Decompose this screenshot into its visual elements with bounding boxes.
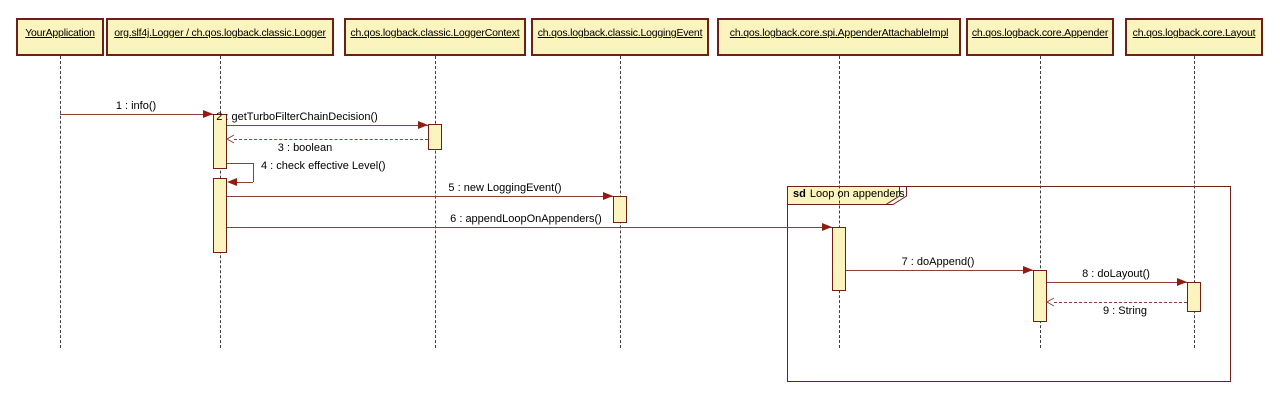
participant-slf4j-logger: org.slf4j.Logger / ch.qos.logback.classi… [106,18,334,56]
lifeline-layout [1194,56,1195,348]
participant-layout: ch.qos.logback.core.Layout [1125,18,1263,56]
message-9-line [1054,302,1187,303]
message-8-label: 8 : doLayout() [1082,268,1150,280]
message-8-line [1047,282,1187,283]
participant-label: ch.qos.logback.core.Layout [1132,27,1256,39]
activation-logger-1 [213,114,227,169]
message-3-open-arrowhead-icon [226,134,235,144]
message-2-arrowhead-icon [418,121,428,129]
activation-appender [1033,270,1047,322]
message-1-arrowhead-icon [203,110,213,118]
participant-label: YourApplication [25,27,95,39]
message-5-line [227,196,613,197]
message-7-line [846,270,1033,271]
message-7-arrowhead-icon [1023,266,1033,274]
participant-label: ch.qos.logback.classic.LoggerContext [350,27,520,39]
participant-appender-attachable-impl: ch.qos.logback.core.spi.AppenderAttachab… [717,18,961,56]
message-6-label: 6 : appendLoopOnAppenders() [450,213,602,225]
participant-logging-event: ch.qos.logback.classic.LoggingEvent [531,18,709,56]
sd-frame-keyword: sd [793,188,806,200]
lifeline-your-application [60,56,61,348]
participant-appender: ch.qos.logback.core.Appender [966,18,1114,56]
message-1-label: 1 : info() [115,100,157,112]
activation-logger-2 [213,178,227,253]
activation-appender-attachable-impl [832,227,846,291]
lifeline-appender-attachable-impl [839,56,840,348]
sd-frame-tab-shape [787,186,907,205]
message-4-line-out [227,163,253,164]
message-4-line-back [234,182,253,183]
participant-your-application: YourApplication [16,18,104,56]
message-8-arrowhead-icon [1177,278,1187,286]
sd-frame-name: Loop on appenders [809,188,905,200]
message-2-label: 2 : getTurboFilterChainDecision() [216,111,378,123]
message-2-line [227,125,428,126]
message-7-label: 7 : doAppend() [901,256,975,268]
message-4-label: 4 : check effective Level() [261,160,386,172]
participant-label: ch.qos.logback.core.Appender [971,27,1109,39]
message-6-arrowhead-icon [822,223,832,231]
lifeline-appender [1040,56,1041,348]
message-1-line [60,114,213,115]
message-6-line [227,227,832,228]
activation-logging-event [613,196,627,223]
participant-label: ch.qos.logback.classic.LoggingEvent [537,27,703,39]
participant-label: ch.qos.logback.core.spi.AppenderAttachab… [729,27,949,39]
message-3-label: 3 : boolean [277,142,333,154]
message-3-line [234,139,428,140]
lifeline-logger-context [435,56,436,348]
activation-logger-context [428,124,442,150]
message-4-arrowhead-icon [227,178,237,186]
message-4-line-down [253,163,254,182]
activation-layout [1187,282,1201,312]
message-5-label: 5 : new LoggingEvent() [448,182,562,194]
message-5-arrowhead-icon [603,192,613,200]
message-9-label: 9 : String [1102,305,1148,317]
message-9-open-arrowhead-icon [1046,297,1055,307]
participant-label: org.slf4j.Logger / ch.qos.logback.classi… [114,27,326,39]
participant-logger-context: ch.qos.logback.classic.LoggerContext [344,18,526,56]
